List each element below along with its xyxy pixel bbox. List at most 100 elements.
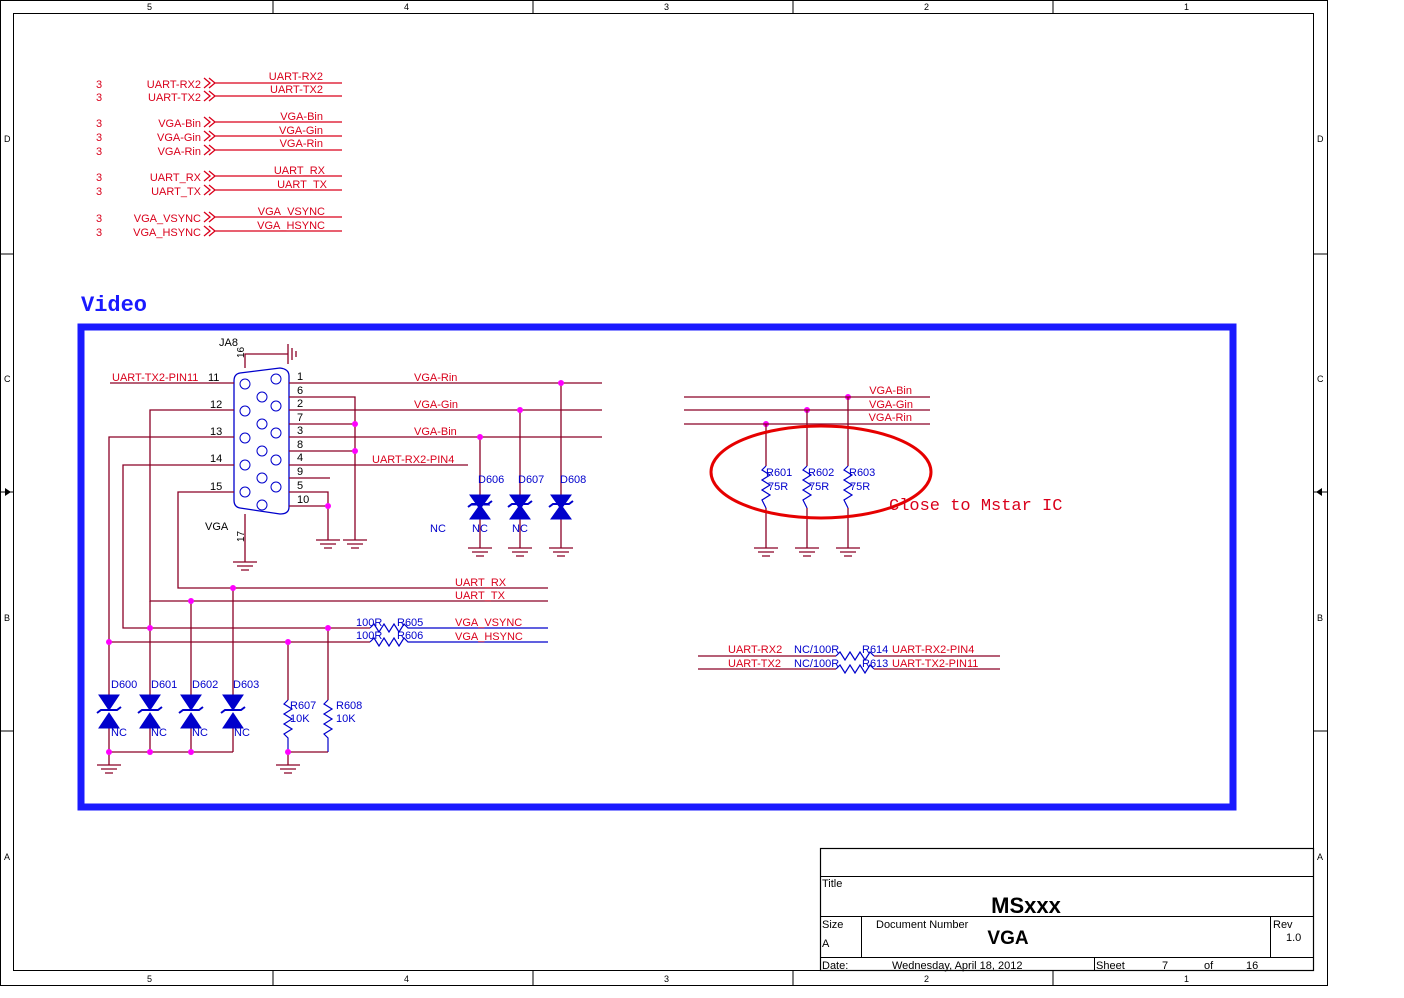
- pin-number: 7: [297, 412, 303, 424]
- date-label: Date:: [822, 960, 848, 972]
- net-label: UART-TX2-PIN11: [112, 372, 198, 384]
- pin-number: 9: [297, 466, 303, 478]
- dsub-shell: [233, 367, 290, 515]
- rgb-clamp-diodes: D606 D607 D608 NC NC NC: [430, 383, 586, 557]
- resistor-value: 75R: [850, 481, 870, 493]
- resistor-ref: R602: [808, 467, 834, 479]
- net-label: UART-RX2-PIN4: [892, 644, 974, 656]
- col-label-bottom: 3: [664, 974, 669, 984]
- resistor-value: 10K: [290, 713, 310, 725]
- sync-resistor-r605[interactable]: 100R R605 VGA_VSYNC: [356, 617, 548, 634]
- resistor-ref: R605: [397, 617, 423, 629]
- net-label: VGA-Bin: [414, 426, 457, 438]
- connector-value: VGA: [205, 521, 229, 533]
- video-section-title: Video: [81, 293, 147, 318]
- junction-dots: [106, 380, 851, 755]
- title-block: Title MSxxx Size A Document Number VGA R…: [819, 847, 1315, 972]
- resistor-ref: R601: [766, 467, 792, 479]
- highlight-ellipse: [709, 424, 933, 520]
- sheet-border: 5 4 3 2 1 5 4 3 2 1 D C B A D C B A: [0, 0, 1328, 986]
- offpage-arrow-icon: [203, 144, 342, 156]
- resistor-ref: R603: [849, 467, 875, 479]
- diode-value: NC: [151, 727, 167, 739]
- termination-resistors: VGA-Bin VGA-Gin VGA-Rin R601 75R R602 75…: [684, 385, 930, 557]
- offpage-sheet-num: 3: [96, 132, 102, 144]
- pin-number: 3: [297, 425, 303, 437]
- resistor-value: 75R: [809, 481, 829, 493]
- net-label: UART_TX: [455, 590, 506, 602]
- docnum-value: VGA: [987, 928, 1028, 949]
- row-label-right: C: [1317, 374, 1324, 384]
- offpage-arrow-icon: [203, 184, 342, 196]
- rev-value: 1.0: [1286, 932, 1301, 944]
- net-label: VGA-Bin: [869, 385, 912, 397]
- date-value: Wednesday, April 18, 2012: [892, 960, 1022, 972]
- col-label-top: 3: [664, 2, 669, 12]
- ground-symbol-icon: [244, 344, 297, 368]
- video-block-frame: [77, 323, 1237, 811]
- offpage-wire-name: VGA_VSYNC: [258, 206, 325, 218]
- offpage-arrow-icon: [203, 225, 342, 237]
- offpage-arrow-icon: [203, 130, 342, 142]
- sheet-label: Sheet: [1096, 960, 1125, 972]
- uart-link-r613[interactable]: UART-TX2 NC/100R R613 UART-TX2-PIN11: [698, 658, 1000, 675]
- offpage-sheet-num: 3: [96, 92, 102, 104]
- net-label: UART-TX2-PIN11: [892, 658, 978, 670]
- connector-pin-top: 16: [236, 346, 247, 358]
- size-label: Size: [822, 919, 843, 931]
- offpage-sheet-num: 3: [96, 227, 102, 239]
- pin-number: 13: [210, 426, 222, 438]
- offpage-sheet-num: 3: [96, 213, 102, 225]
- offpage-sheet-num: 3: [96, 146, 102, 158]
- size-value: A: [822, 938, 830, 950]
- offpage-sheet-num: 3: [96, 79, 102, 91]
- offpage-wire-name: UART-RX2: [269, 71, 323, 83]
- resistor-value: 10K: [336, 713, 356, 725]
- net-label: VGA-Rin: [414, 372, 457, 384]
- tvs-diode-icon: [137, 706, 163, 714]
- of-value: 16: [1246, 960, 1258, 972]
- col-label-top: 4: [404, 2, 409, 12]
- diode-ref: D600: [111, 679, 137, 691]
- offpage-wire-name: UART_RX: [274, 165, 326, 177]
- sync-resistor-r606[interactable]: 100R R606 VGA_HSYNC: [356, 630, 548, 648]
- resistor-value: NC/100R: [794, 658, 839, 670]
- pin-number: 15: [210, 481, 222, 493]
- row-label-left: B: [4, 613, 10, 623]
- offpage-wire-name: VGA-Bin: [280, 111, 323, 123]
- offpage-port-name: VGA-Bin: [158, 118, 201, 130]
- pin-number: 2: [297, 398, 303, 410]
- diode-value: NC: [192, 727, 208, 739]
- uart-link-r614[interactable]: UART-RX2 NC/100R R614 UART-RX2-PIN4: [698, 644, 1000, 662]
- of-label: of: [1204, 960, 1214, 972]
- offpage-wire-name: VGA_HSYNC: [257, 220, 325, 232]
- offpage-sheet-num: 3: [96, 118, 102, 130]
- resistor-ref: R614: [862, 644, 888, 656]
- col-label-top: 1: [1184, 2, 1189, 12]
- rev-label: Rev: [1273, 919, 1293, 931]
- offpage-port-name: UART-TX2: [148, 92, 201, 104]
- col-label-bottom: 5: [147, 974, 152, 984]
- row-label-left: D: [4, 134, 11, 144]
- net-label: UART-TX2: [728, 658, 781, 670]
- tvs-diode-icon: [178, 706, 204, 714]
- pin-number: 6: [297, 385, 303, 397]
- tvs-diode-icon: [220, 706, 246, 714]
- resistor-ref: R608: [336, 700, 362, 712]
- resistor-value: 75R: [768, 481, 788, 493]
- pulldown-resistors: R607 10K R608 10K: [276, 699, 362, 774]
- offpage-port-name: VGA-Rin: [158, 146, 201, 158]
- ground-symbol-icon: [233, 539, 367, 571]
- offpage-wire-name: VGA-Gin: [279, 125, 323, 137]
- net-label: VGA_HSYNC: [455, 631, 523, 643]
- diode-value: NC: [472, 523, 488, 535]
- offpage-port-name: UART_TX: [151, 186, 202, 198]
- col-label-top: 2: [924, 2, 929, 12]
- sync-clamp-diodes: D600 D601 D602 D603 NC NC NC NC: [96, 679, 259, 774]
- offpage-port-name: VGA-Gin: [157, 132, 201, 144]
- vga-connector-ja8[interactable]: JA8 16 VGA 17 11 12 13 14 15 1 6 2 7 3: [205, 337, 309, 542]
- row-label-left: C: [4, 374, 11, 384]
- resistor-ref: R606: [397, 630, 423, 642]
- net-label: UART-RX2: [728, 644, 782, 656]
